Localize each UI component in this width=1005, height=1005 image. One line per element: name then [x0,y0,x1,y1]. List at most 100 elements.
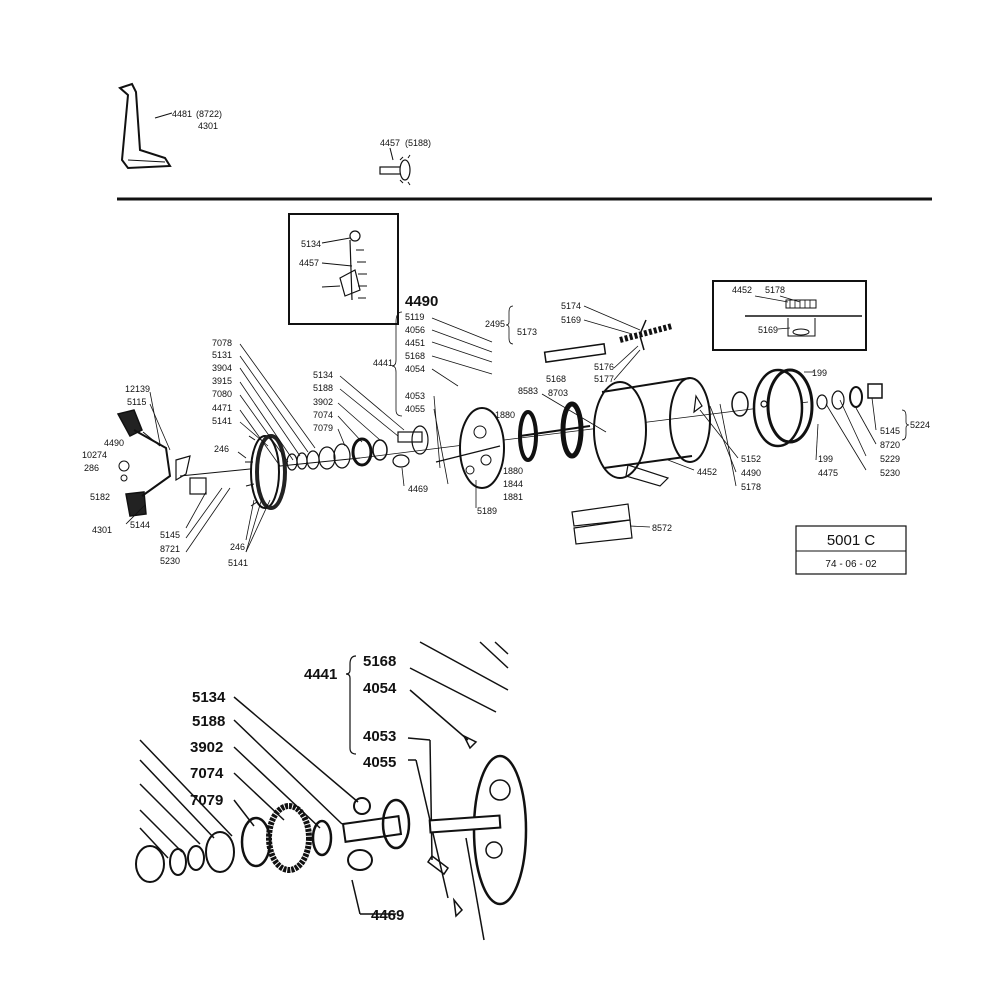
handle-label-7: 5144 [130,520,150,530]
zoom-top-1: 4054 [363,680,397,697]
label-5141b: 5141 [228,558,248,568]
left-stack-6: 5141 [212,416,232,426]
star-drag-nut [816,383,883,410]
label-1844: 1844 [503,479,523,489]
label-4469: 4469 [408,484,428,494]
group-4490-lower-0: 4053 [405,391,425,401]
left-stack-0: 7078 [212,338,232,348]
zoom-top-0: 5168 [363,653,396,670]
handle-label-6: 4301 [92,525,112,535]
inset-right-label-0: 4452 [732,285,752,295]
crank-label-alt: (8722) [196,109,222,119]
group-2495-right-3: 5177 [594,374,614,384]
handle-label-4: 286 [84,463,99,473]
drive-gear-plate [189,434,287,510]
label-1880a: 1880 [495,410,515,420]
crank-label-sub: 4301 [198,121,218,131]
right-side-plate [731,368,814,448]
zoom-left-3: 7074 [190,765,224,782]
label-1881: 1881 [503,492,523,502]
group-4490-title: 4490 [405,293,438,310]
model-date: 74 - 06 - 02 [825,559,877,570]
zoom-pinion-sprocket [341,797,411,871]
label-246a: 246 [214,444,229,454]
label-5152: 5152 [741,454,761,464]
bottom-clips [571,503,651,545]
group-4490-item-0: 5119 [405,312,424,322]
handle-label-1: 5115 [127,397,146,407]
left-stack-5: 4471 [212,403,232,413]
zoom-mid-0: 4053 [363,728,396,745]
label-5224: 5224 [910,420,930,430]
group-2495-item-0: 5173 [517,327,537,337]
main-labels: 4490 5119 4056 4451 5168 4054 4441 4053 … [82,293,930,568]
left-stack-1: 5131 [212,350,232,360]
group-4490-item-3: 5168 [405,351,425,361]
inset-right-label-1: 5178 [765,285,785,295]
label-4475: 4475 [818,468,838,478]
top-panel: 4481 (8722) 4301 4457 (5188) [117,82,932,201]
crank-label-main: 4481 [172,109,192,119]
screw-gear-drawing [379,147,411,186]
handle-label-3: 10274 [82,450,107,460]
zoom-frame-plate [426,734,528,918]
group-4490-item-1: 4056 [405,325,425,335]
group-2495-side: 2495 [485,319,505,329]
inset-detail-box: 5134 4457 [288,213,399,325]
zoom-left-2: 3902 [190,739,223,756]
left-stack2-3: 7074 [313,410,333,420]
label-5189: 5189 [477,506,497,516]
handle-drawing [116,409,191,517]
label-8720: 8720 [880,440,900,450]
label-1880b: 1880 [503,466,523,476]
spool [518,401,591,462]
label-8583: 8583 [518,386,538,396]
screw-label-main: 4457 [380,138,400,148]
group-4490-lower-1: 4055 [405,404,425,414]
zoom-bottom: 4469 [371,907,404,924]
zoomed-detail [135,641,528,941]
zoom-mid-1: 4055 [363,754,396,771]
inset-right-box: 4452 5178 5169 [712,280,867,351]
leader-lines [125,305,877,553]
washer-stack [286,437,388,471]
label-5145r: 5145 [880,426,900,436]
left-stack-3: 3915 [212,376,232,386]
label-5229: 5229 [880,454,900,464]
zoom-washers [135,803,333,883]
label-5178r: 5178 [741,482,761,492]
handle-label-2: 4490 [104,438,124,448]
label-246b: 246 [230,542,245,552]
model-number: 5001 C [827,532,876,549]
inset-label-1: 4457 [299,258,319,268]
zoom-left-0: 5134 [192,689,226,706]
left-stack2-0: 5134 [313,370,333,380]
inset-right-label-2: 5169 [758,325,778,335]
zoom-labels: 4441 5168 4054 4053 4055 5134 5188 3902 … [190,653,404,924]
label-199a: 199 [812,368,827,378]
main-exploded-view [116,319,883,545]
label-5168r: 5168 [546,374,566,384]
bottom-left-0: 5145 [160,530,180,540]
group-2495-right-1: 5169 [561,315,581,325]
label-4452: 4452 [697,467,717,477]
levelwind-assembly [543,319,673,363]
inset-label-0: 5134 [301,239,321,249]
main-frame [593,377,711,487]
crank-arm-drawing [118,82,173,170]
left-stack2-2: 3902 [313,397,333,407]
label-8703: 8703 [548,388,568,398]
group-4490-item-4: 4054 [405,364,425,374]
label-4490r: 4490 [741,468,761,478]
handle-label-5: 5182 [90,492,110,502]
label-8572: 8572 [652,523,672,533]
zoom-side: 4441 [304,666,337,683]
label-5230r: 5230 [880,468,900,478]
bottom-left-2: 5230 [160,556,180,566]
left-stack2-4: 7079 [313,423,333,433]
group-4490-side: 4441 [373,358,393,368]
screw-label-alt: (5188) [405,138,431,148]
left-stack-2: 3904 [212,363,232,373]
handle-label-0: 12139 [125,384,150,394]
